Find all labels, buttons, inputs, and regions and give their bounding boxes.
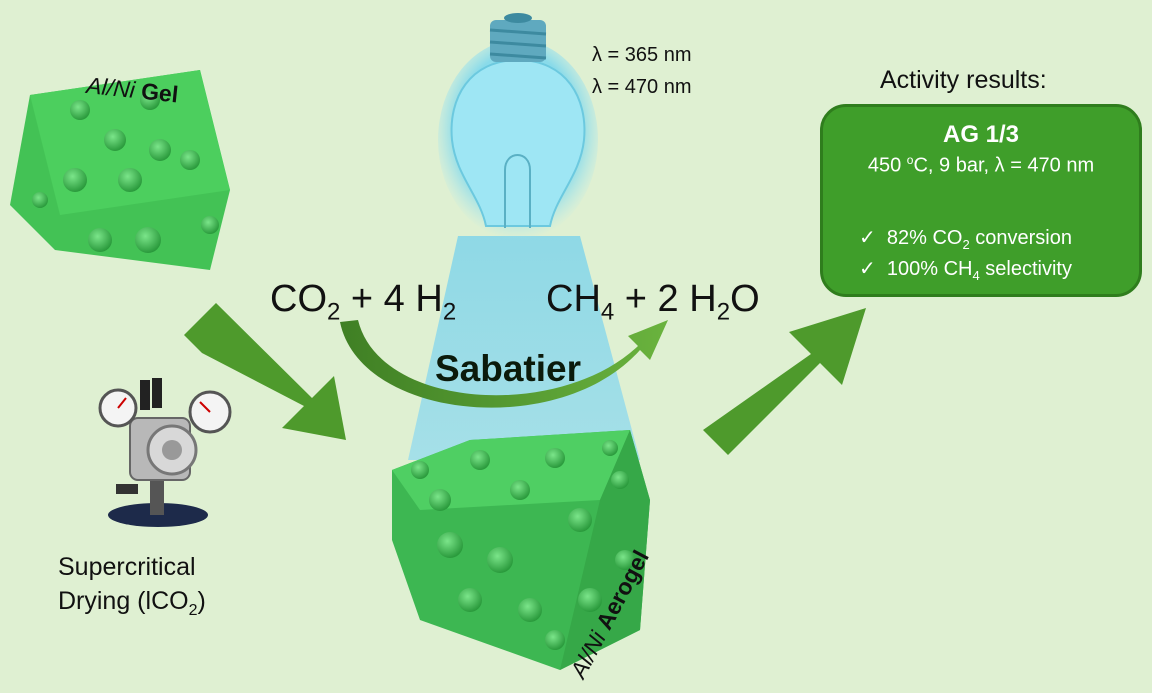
conditions: 450 oC, 9 bar, λ = 470 nm	[823, 153, 1139, 178]
gel-cube-icon	[10, 70, 230, 270]
supercritical-dryer-icon	[98, 378, 232, 527]
product-ch-sub: 4	[600, 298, 615, 326]
result-conversion-pre: 82% CO	[886, 227, 963, 249]
drying-label: Supercritical Drying (lCO2)	[58, 550, 258, 628]
product-ch: CH	[546, 278, 601, 320]
product-h: + 2 H	[614, 278, 717, 320]
reactant-h-sub: 2	[442, 298, 457, 326]
gel-label-prefix: Al/Ni	[85, 72, 143, 104]
result-selectivity-pre: 100% CH	[886, 258, 973, 280]
drying-sub: 2	[188, 602, 198, 619]
result-conversion-sub: 2	[962, 237, 970, 252]
conditions-post: C, 9 bar, λ = 470 nm	[913, 154, 1095, 177]
wavelength-2: λ = 470 nm	[592, 76, 692, 98]
sabatier-curved-arrow-icon	[340, 320, 668, 408]
drying-close: )	[197, 587, 206, 615]
conditions-degree: o	[906, 153, 914, 167]
aerogel-cube-icon	[392, 430, 650, 670]
gel-label-bold: Gel	[139, 77, 180, 108]
drying-line2-text: Drying (lCO	[58, 587, 189, 615]
reaction-name: Sabatier	[435, 348, 582, 389]
reactant-h: + 4 H	[340, 278, 443, 320]
drying-line2: Drying (lCO2)	[58, 584, 258, 628]
activity-title: Activity results:	[880, 66, 1047, 94]
arrow-gel-to-aerogel-icon	[184, 303, 346, 440]
check-icon: ✓	[859, 258, 876, 280]
result-conversion-post: conversion	[969, 227, 1072, 249]
conditions-pre: 450	[867, 154, 907, 177]
check-icon: ✓	[859, 227, 876, 249]
result-selectivity: ✓ 100% CH4 selectivity	[859, 256, 1072, 283]
drying-line1: Supercritical	[58, 553, 196, 581]
result-conversion: ✓ 82% CO2 conversion	[859, 225, 1072, 252]
product-h-sub: 2	[716, 298, 731, 326]
sample-name: AG 1/3	[942, 121, 1020, 148]
product-o: O	[730, 278, 760, 320]
activity-results-box: AG 1/3 450 oC, 9 bar, λ = 470 nm ✓ 82% C…	[820, 104, 1142, 297]
reactant-co-sub: 2	[327, 298, 341, 326]
reactants: CO2 + 4 H2	[270, 278, 456, 327]
arrow-to-results-icon	[703, 308, 866, 455]
wavelength-1: λ = 365 nm	[592, 44, 692, 66]
products: CH4 + 2 H2O	[546, 278, 760, 327]
light-bulb-icon	[438, 13, 598, 240]
result-selectivity-sub: 4	[972, 268, 980, 283]
reactant-co: CO	[270, 278, 327, 320]
result-selectivity-post: selectivity	[979, 258, 1072, 280]
